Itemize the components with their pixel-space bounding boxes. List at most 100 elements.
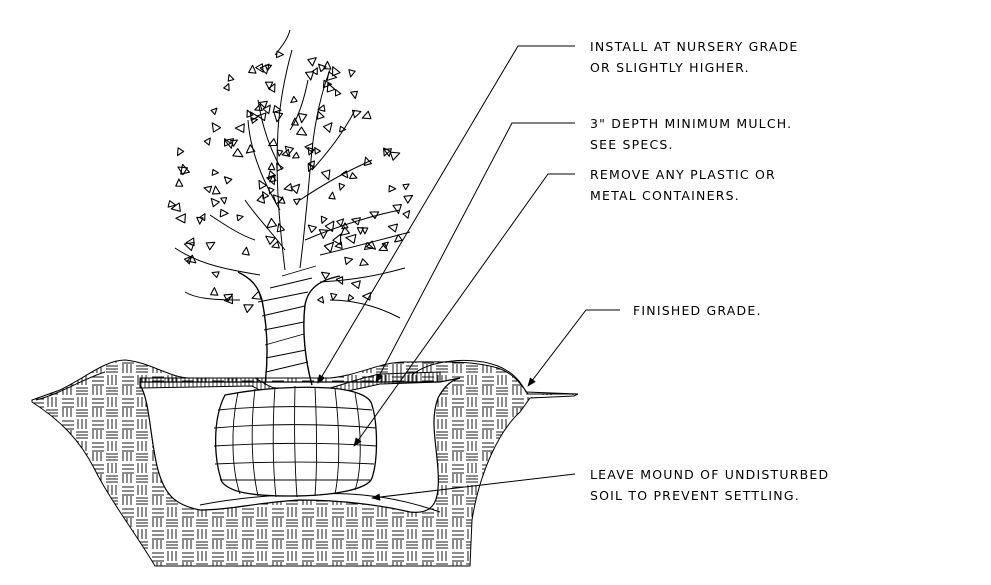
note-nursery-grade: INSTALL AT NURSERY GRADE OR SLIGHTLY HIG… (590, 39, 799, 75)
leaf-mark (328, 191, 336, 200)
leaf-mark (369, 211, 380, 220)
leader-mulch (375, 122, 575, 383)
leaf-mark (245, 144, 256, 154)
leaf-mark (246, 109, 254, 118)
leaf-mark (349, 172, 358, 180)
leaf-mark (340, 170, 349, 179)
leaf-mark (320, 271, 331, 280)
note-containers-line1: REMOVE ANY PLASTIC OR (590, 167, 776, 182)
leaf-mark (232, 148, 244, 158)
leaf-mark (186, 254, 197, 264)
leaf-mark (255, 63, 264, 73)
leaf-mark (296, 126, 308, 136)
leaf-mark (229, 139, 238, 147)
leaf-mark (241, 246, 250, 256)
leaf-mark (293, 198, 301, 206)
leaf-mark (307, 224, 318, 234)
root-ball (213, 385, 378, 498)
leader-mound (371, 473, 576, 501)
leaf-mark (322, 122, 333, 133)
leader-nursery-grade (317, 45, 575, 384)
leaf-mark (223, 295, 234, 305)
leaf-mark (211, 185, 221, 195)
leaf-mark (350, 90, 358, 100)
leaf-mark (350, 280, 361, 289)
leaf-mark (258, 100, 268, 109)
leaf-mark (392, 204, 402, 214)
leaf-mark (223, 293, 234, 303)
leaf-mark (348, 69, 356, 78)
note-nursery-grade-line2: OR SLIGHTLY HIGHER. (590, 60, 750, 75)
tree-trunk (237, 265, 341, 386)
leaf-mark (175, 213, 186, 224)
leaf-mark (402, 210, 411, 219)
leaf-mark (256, 112, 267, 122)
leaf-mark (177, 166, 188, 176)
leaf-mark (389, 151, 401, 161)
leaf-mark (266, 174, 276, 186)
leaf-mark (227, 74, 235, 82)
leader-lines (317, 45, 620, 501)
leaf-mark (210, 287, 219, 296)
leaf-mark (344, 256, 354, 266)
leaf-mark (356, 227, 365, 235)
tree-foliage (167, 50, 414, 314)
leaf-mark (326, 82, 336, 93)
leaf-mark (332, 233, 342, 246)
leaf-mark (305, 71, 315, 81)
leaf-mark (320, 215, 328, 224)
leaf-mark (170, 202, 181, 212)
leaf-mark (236, 214, 244, 222)
leaf-mark (262, 104, 271, 115)
leaf-mark (224, 138, 232, 147)
leaf-mark (243, 304, 254, 314)
leaf-mark (334, 88, 342, 97)
leaf-mark (307, 160, 315, 168)
tree-branches (174, 29, 411, 319)
leaf-mark (281, 148, 291, 157)
leaf-mark (320, 169, 331, 181)
leaf-mark (362, 292, 372, 301)
note-finished-grade-line1: FINISHED GRADE. (633, 303, 762, 318)
leaf-mark (211, 122, 222, 133)
leaf-mark (381, 241, 389, 249)
leaf-mark (180, 163, 191, 175)
leaf-mark (326, 71, 338, 81)
leaf-mark (210, 107, 218, 116)
leaf-mark (273, 111, 284, 123)
leaf-mark (332, 66, 341, 77)
leaf-mark (264, 81, 274, 91)
leaf-mark (351, 109, 362, 119)
leaf-mark (307, 163, 315, 172)
leaf-mark (211, 271, 220, 279)
leaf-mark (291, 117, 299, 126)
leaf-mark (199, 213, 206, 222)
leaf-mark (330, 292, 338, 301)
leaf-mark (210, 197, 220, 208)
leaf-mark (361, 227, 369, 235)
leaf-mark (359, 258, 369, 267)
leaf-mark (316, 110, 325, 120)
note-mound-line1: LEAVE MOUND OF UNDISTURBED (590, 467, 829, 482)
leaf-mark (223, 83, 230, 92)
leaf-mark (347, 293, 355, 302)
leaf-mark (363, 241, 374, 251)
leaf-mark (272, 194, 284, 205)
leaf-mark (167, 200, 177, 208)
leaf-mark (334, 241, 343, 250)
leaf-mark (275, 50, 284, 59)
leaf-mark (336, 218, 345, 227)
leaf-mark (203, 137, 211, 146)
leader-finished-grade (527, 309, 620, 387)
leaf-mark (203, 185, 213, 194)
leaf-mark (276, 149, 284, 157)
leaf-mark (351, 217, 361, 226)
note-nursery-grade-line1: INSTALL AT NURSERY GRADE (590, 39, 799, 54)
leaf-mark (248, 64, 257, 74)
leaf-mark (267, 83, 276, 93)
leaf-mark (365, 240, 377, 250)
leaf-mark (268, 138, 278, 147)
leaf-mark (234, 123, 245, 133)
leaf-mark (341, 222, 349, 230)
leaf-mark (307, 146, 315, 156)
